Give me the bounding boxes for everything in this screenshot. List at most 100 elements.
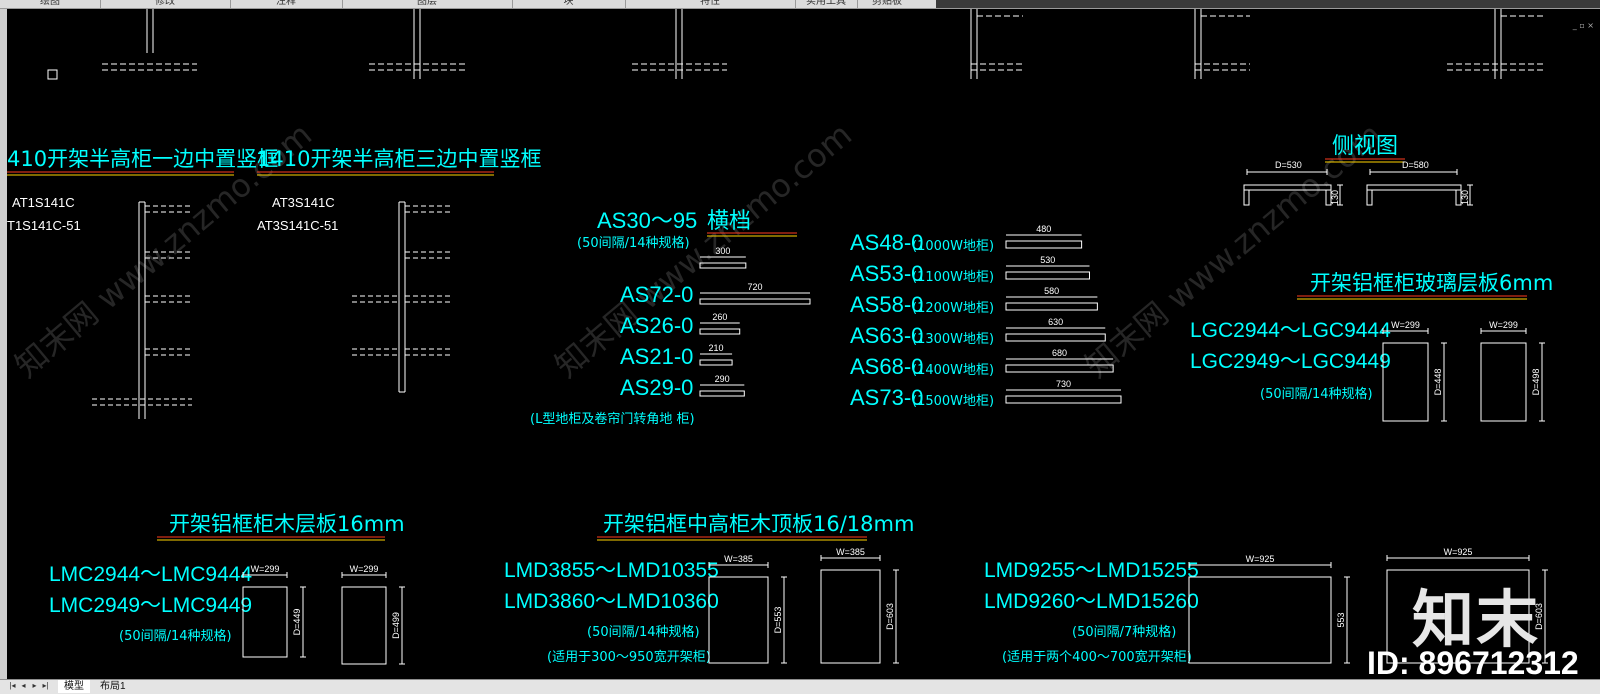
ribbon-panel-bar: 绘图 修改 注释 图层 块 特性 实用工具 剪贴板 [0, 0, 1600, 9]
crossbar-note: (50间隔/14种规格) [577, 235, 690, 251]
side-view-title: 侧视图 [1332, 134, 1398, 159]
crossbar-dim-260: 260 [712, 312, 727, 322]
ribbon-panel-utilities[interactable]: 实用工具 [795, 0, 858, 8]
crossbar-bar-720 [699, 298, 811, 305]
base-bar-580 [1005, 302, 1098, 311]
side-view-height-2: 130 [1460, 190, 1470, 205]
ribbon-empty-area [936, 0, 1600, 8]
base-bar-530 [1005, 271, 1090, 280]
layout-tab-bar: |◂ ◂ ▸ ▸| 模型 布局1 [0, 679, 1600, 694]
wide-top-code-1: LMD9255～LMD15255 [984, 559, 1199, 582]
glass-shelf-code-1: LGC2944～LGC9444 [1190, 319, 1391, 342]
ribbon-panel-properties[interactable]: 特性 [625, 0, 796, 8]
crossbar-code: AS30～95 [597, 208, 697, 233]
crossbar-code-21: AS21-0 [620, 344, 693, 369]
wood-shelf-title: 开架铝框柜木层板16mm [169, 512, 405, 536]
crossbar-dim-210: 210 [709, 343, 724, 353]
wide-top-panel-2-width-label: W=925 [1444, 547, 1473, 557]
half-cab-one-title: 410开架半高柜一边中置竖框 [7, 147, 278, 171]
side-view-drawing-1 [1243, 169, 1343, 206]
crossbar-bar-300 [699, 262, 747, 269]
wood-shelf-note: (50间隔/14种规格) [119, 628, 232, 644]
crossbar-dim-290: 290 [715, 374, 730, 384]
wood-shelf-code-1: LMC2944～LMC9444 [49, 563, 252, 586]
glass-shelf-code-2: LGC2949～LGC9449 [1190, 350, 1391, 373]
watermark-id: ID: 896712312 [1367, 645, 1579, 679]
base-bar-dim-730: 730 [1056, 379, 1071, 389]
ribbon-panel-draw[interactable]: 绘图 [0, 0, 101, 8]
wood-panel-2-depth-label: D=499 [391, 612, 401, 639]
wood-panel-2 [341, 586, 387, 665]
crossbar-dim-720: 720 [747, 282, 762, 292]
glass-panel-1 [1382, 342, 1429, 422]
base-bar-code-680: AS68-0 [850, 354, 923, 379]
wood-panel-2-width-label: W=299 [350, 564, 379, 574]
dimensioned-panels: W=299D=448W=299D=498W=299D=449W=299D=499… [242, 320, 1548, 665]
ribbon-panel-block[interactable]: 块 [512, 0, 626, 8]
crossbar-footnote: (L型地柜及卷帘门转角地 柜) [530, 411, 695, 427]
base-bar-code-630: AS63-0 [850, 323, 923, 348]
mid-top-panel-1-width-label: W=385 [724, 554, 753, 564]
glass-panel-2 [1480, 342, 1527, 422]
side-view-depth-2: D=580 [1402, 160, 1429, 170]
mid-top-note2: (适用于300～950宽开架柜) [547, 649, 711, 665]
tab-prev-icon[interactable]: ◂ [21, 681, 26, 690]
half-cab-three-drawing [352, 201, 452, 393]
viewport-window-controls[interactable]: _ ▫ × [1572, 21, 1594, 30]
tab-first-icon[interactable]: |◂ [9, 681, 16, 690]
glass-shelf-note: (50间隔/14种规格) [1260, 386, 1373, 402]
drawing-canvas[interactable]: 知末网 www.znzmo.com 知末网 www.znzmo.com 知末网 … [7, 9, 1600, 679]
base-bar-dim-480: 480 [1036, 224, 1051, 234]
half-cab-one-code-2: T1S141C-51 [7, 218, 81, 233]
ribbon-panel-modify[interactable]: 修改 [100, 0, 231, 8]
mid-top-code-1: LMD3855～LMD10355 [504, 559, 719, 582]
base-bar-spec-630: (1300W地柜) [912, 332, 994, 347]
crossbar-title: 横档 [707, 209, 751, 234]
base-bar-dim-530: 530 [1040, 255, 1055, 265]
wide-top-panel-2-depth-label: D=603 [1534, 603, 1544, 630]
ribbon-panel-clipboard[interactable]: 剪贴板 [872, 0, 902, 7]
base-bar-dim-580: 580 [1044, 286, 1059, 296]
tab-layout1[interactable]: 布局1 [100, 681, 126, 692]
crossbar-bars: 300 720 260 210 290 [699, 246, 811, 397]
mid-top-code-2: LMD3860～LMD10360 [504, 590, 719, 613]
crossbar-code-26: AS26-0 [620, 313, 693, 338]
crossbar-bar-210 [699, 359, 733, 366]
mid-top-note: (50间隔/14种规格) [587, 624, 700, 640]
base-bar-680 [1005, 364, 1114, 373]
side-view-drawing-2 [1366, 169, 1473, 206]
mid-top-panel-2-width-label: W=385 [836, 547, 865, 557]
wood-panel-1-width-label: W=299 [251, 564, 280, 574]
base-bar-dim-630: 630 [1048, 317, 1063, 327]
wide-top-panel-2 [1386, 569, 1530, 664]
watermark-logo: 知末 [1412, 583, 1541, 656]
tab-next-icon[interactable]: ▸ [32, 681, 37, 690]
half-cab-three-code-2: AT3S141C-51 [257, 218, 338, 233]
wide-top-panel-1 [1188, 576, 1332, 664]
half-cab-one-code-1: AT1S141C [12, 195, 75, 210]
crossbar-code-29: AS29-0 [620, 375, 693, 400]
base-bar-code-480: AS48-0 [850, 230, 923, 255]
base-bar-spec-530: (1100W地柜) [912, 270, 994, 285]
top-cabinet-fragments [47, 9, 1545, 80]
crossbar-bar-260 [699, 328, 741, 335]
glass-panel-1-depth-label: D=448 [1433, 369, 1443, 396]
tab-last-icon[interactable]: ▸| [42, 681, 49, 690]
glass-panel-1-width-label: W=299 [1391, 320, 1420, 330]
base-bar-dim-680: 680 [1052, 348, 1067, 358]
tab-model[interactable]: 模型 [58, 680, 90, 693]
half-cab-three-title: 1410开架半高柜三边中置竖框 [257, 147, 541, 171]
wide-top-code-2: LMD9260～LMD15260 [984, 590, 1199, 613]
base-bar-spec-680: (1400W地柜) [912, 363, 994, 378]
ribbon-panel-annotate[interactable]: 注释 [230, 0, 343, 8]
ribbon-panel-layers[interactable]: 图层 [342, 0, 513, 8]
base-bar-spec-480: (1000W地柜) [912, 239, 994, 254]
left-edge-frame [0, 9, 7, 679]
mid-top-panel-1-depth-label: D=553 [773, 607, 783, 634]
wide-top-note2: (适用于两个400～700宽开架柜) [1002, 649, 1192, 665]
wood-panel-1 [242, 586, 288, 658]
crossbar-dim-300: 300 [715, 246, 730, 256]
wide-top-panel-1-depth-label: 553 [1336, 612, 1346, 627]
base-bar-480 [1005, 240, 1083, 249]
base-bar-code-730: AS73-0 [850, 385, 923, 410]
